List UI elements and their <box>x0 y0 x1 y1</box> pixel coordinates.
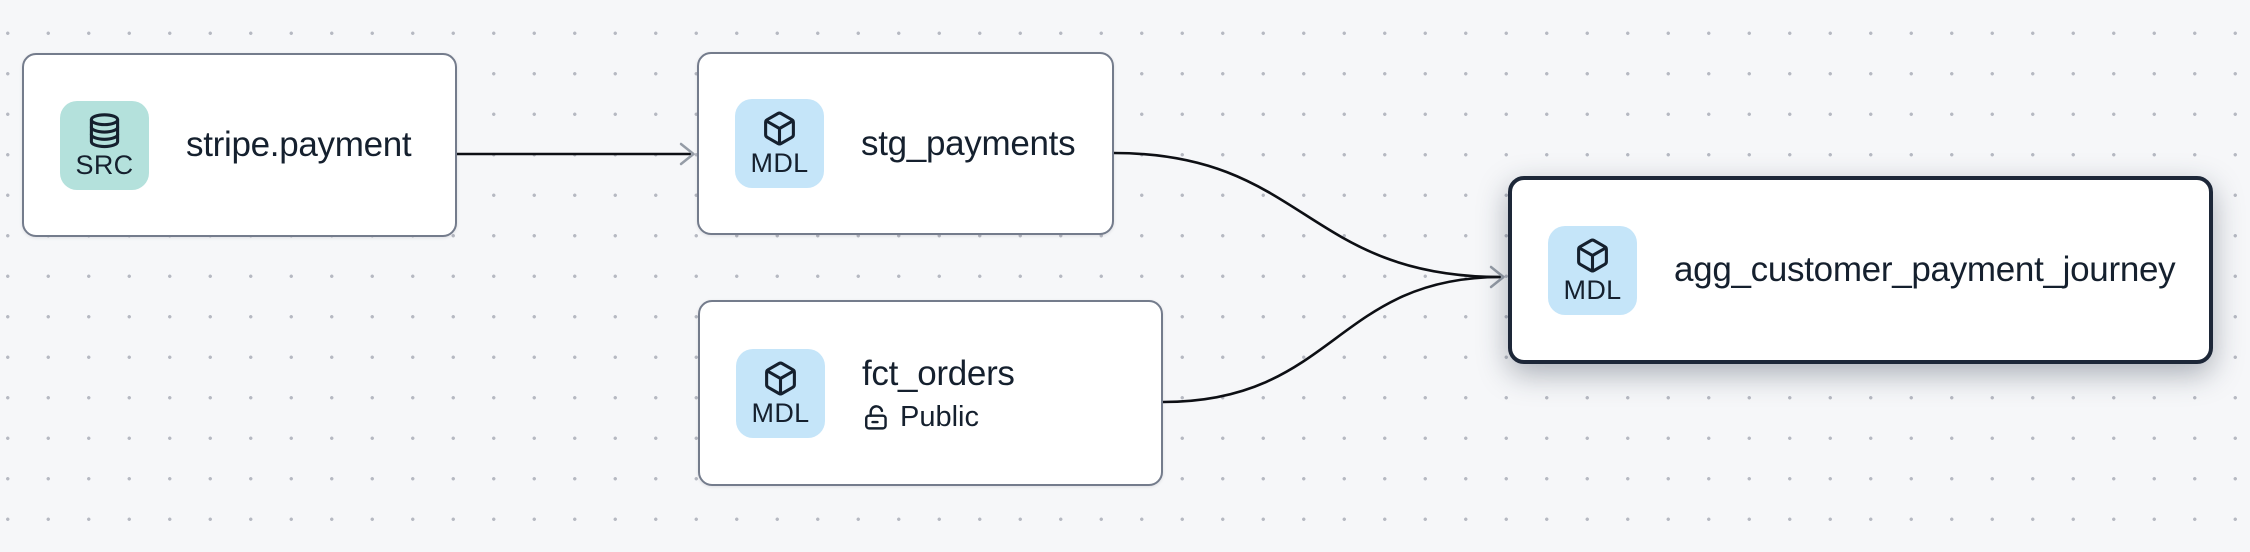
access-label: Public <box>900 400 979 433</box>
badge-label: MDL <box>1563 274 1622 305</box>
badge-label: MDL <box>750 148 809 178</box>
access-status: Public <box>862 401 1015 434</box>
badge-label: MDL <box>751 397 810 428</box>
edge-fct-orders-to-agg-customer-payment-journey <box>1162 265 1505 404</box>
database-icon <box>89 112 120 148</box>
edge-stg-payments-to-agg-customer-payment-journey <box>1113 151 1502 279</box>
node-label: stripe.payment <box>186 125 412 165</box>
node-label: agg_customer_payment_journey <box>1674 250 2176 290</box>
node-stg-payments[interactable]: MDL stg_payments <box>697 52 1114 235</box>
model-type-badge: MDL <box>736 348 825 438</box>
model-type-badge: MDL <box>735 99 824 188</box>
node-fct-orders[interactable]: MDL fct_orders Public <box>698 300 1163 486</box>
edge-arrowhead-icon <box>679 142 695 166</box>
model-type-badge: MDL <box>1548 225 1637 315</box>
badge-label: SRC <box>75 149 134 180</box>
node-agg-customer-payment-journey[interactable]: MDL agg_customer_payment_journey <box>1508 176 2213 364</box>
edge-stripe-payment-to-stg-payments <box>457 142 695 166</box>
node-label: stg_payments <box>861 123 1076 163</box>
edge-arrowhead-icon <box>1489 265 1505 289</box>
box-icon <box>765 361 796 395</box>
box-icon <box>1577 238 1608 272</box>
box-icon <box>764 111 795 146</box>
lock-open-icon <box>865 405 887 430</box>
node-stripe-payment[interactable]: SRC stripe.payment <box>22 53 457 237</box>
node-label: fct_orders <box>862 354 1015 394</box>
source-type-badge: SRC <box>60 100 149 190</box>
